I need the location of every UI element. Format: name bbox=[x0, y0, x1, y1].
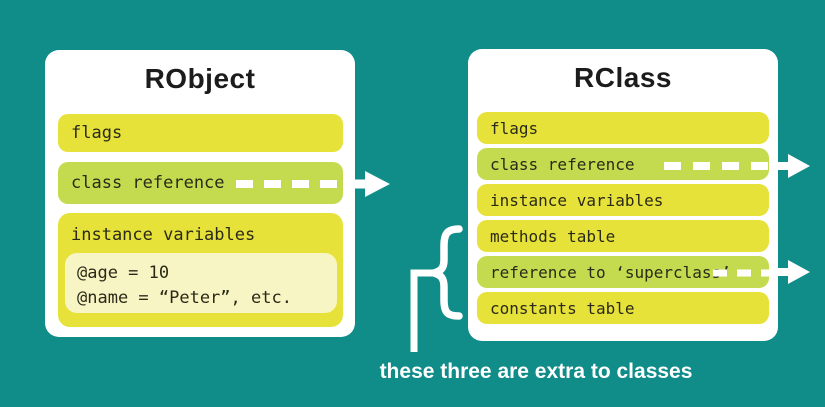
row-label-flags: flags bbox=[71, 123, 123, 143]
robject-title: RObject bbox=[144, 63, 256, 94]
rclass-row-flags: flags bbox=[477, 112, 769, 144]
curly-brace-icon bbox=[420, 225, 463, 320]
code-line-age: @age = 10 bbox=[77, 263, 170, 283]
row-label-instance-variables: instance variables bbox=[71, 225, 256, 245]
arrow-right-icon bbox=[777, 154, 810, 178]
rclass-card: RClass flags class reference instance va… bbox=[468, 49, 778, 341]
robject-card: RObject flags class reference instance v… bbox=[45, 50, 355, 337]
robject-row-class-reference: class reference bbox=[58, 162, 343, 204]
row-label-methods-table: methods table bbox=[490, 226, 616, 246]
rclass-row-superclass-reference: reference to ‘superclass’ bbox=[477, 256, 769, 288]
robject-row-flags: flags bbox=[58, 114, 343, 152]
rclass-title: RClass bbox=[574, 62, 672, 93]
rclass-row-methods-table: methods table bbox=[477, 220, 769, 252]
row-label-instance-variables: instance variables bbox=[490, 190, 664, 210]
row-label-constants-table: constants table bbox=[490, 298, 635, 318]
arrow-right-icon bbox=[352, 171, 390, 197]
row-label-class-reference: class reference bbox=[71, 173, 225, 193]
instance-variables-code-box: @age = 10 @name = “Peter”, etc. bbox=[65, 253, 337, 313]
code-line-name: @name = “Peter”, etc. bbox=[77, 288, 292, 308]
rclass-row-instance-variables: instance variables bbox=[477, 184, 769, 216]
rclass-row-class-reference: class reference bbox=[477, 148, 769, 180]
robject-row-instance-variables: instance variables @age = 10 @name = “Pe… bbox=[58, 213, 343, 327]
rclass-row-constants-table: constants table bbox=[477, 292, 769, 324]
arrow-right-icon bbox=[777, 260, 810, 284]
row-label-class-reference: class reference bbox=[490, 154, 635, 174]
row-label-flags: flags bbox=[490, 118, 539, 138]
annotation-caption: these three are extra to classes bbox=[379, 360, 693, 383]
row-label-superclass-reference: reference to ‘superclass’ bbox=[490, 262, 731, 282]
annotation-connector-line bbox=[410, 269, 433, 352]
